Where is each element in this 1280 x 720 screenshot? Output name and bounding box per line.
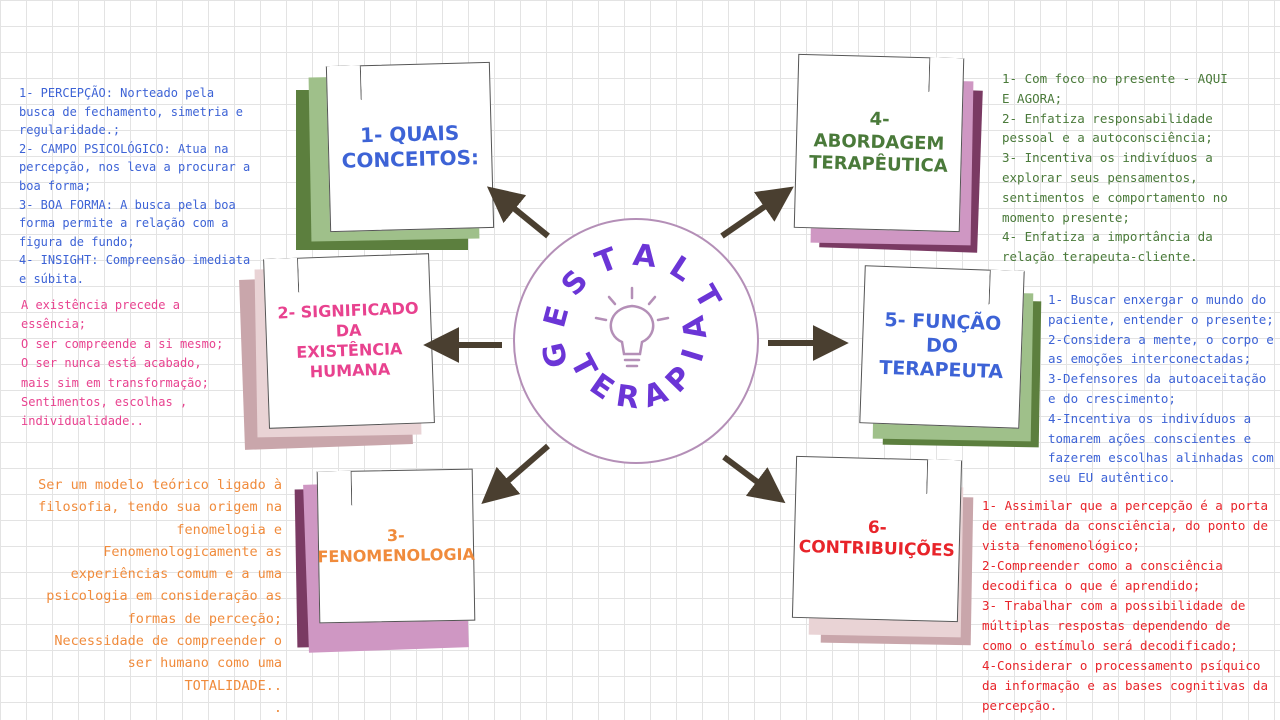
note-6-text: 1- Assimilar que a percepção é a porta d… bbox=[982, 498, 1268, 713]
note-3-text: Ser um modelo teórico ligado à filosofia… bbox=[38, 477, 282, 716]
note-5-text: 1- Buscar enxergar o mundo do paciente, … bbox=[1048, 292, 1274, 486]
note-2-text: A existência precede a essência; O ser c… bbox=[21, 298, 224, 429]
arrow-to-note-4 bbox=[720, 186, 794, 239]
center-title-top-letter: T bbox=[591, 241, 623, 281]
arrow-to-note-6 bbox=[722, 454, 786, 504]
center-title-top-letter: L bbox=[663, 249, 698, 289]
arrow-to-note-3 bbox=[481, 443, 550, 505]
center-title-top-letter: A bbox=[631, 238, 659, 275]
note-4-text: 1- Com foco no presente - AQUI E AGORA; … bbox=[1002, 71, 1228, 265]
lightbulb-icon bbox=[594, 286, 670, 368]
center-title-top-letter: E bbox=[537, 302, 576, 331]
center-circle bbox=[513, 218, 759, 464]
center-title-bottom-letter: I bbox=[675, 345, 712, 366]
arrow-to-note-1 bbox=[486, 186, 550, 239]
note-1-text: 1- PERCEPÇÃO: Norteado pela busca de fec… bbox=[19, 86, 251, 286]
center-title-bottom-letter: R bbox=[614, 378, 642, 416]
center-title-top-letter: S bbox=[555, 263, 595, 302]
center-title-bottom-letter: A bbox=[676, 312, 715, 342]
center-title-top-letter: T bbox=[687, 279, 728, 315]
